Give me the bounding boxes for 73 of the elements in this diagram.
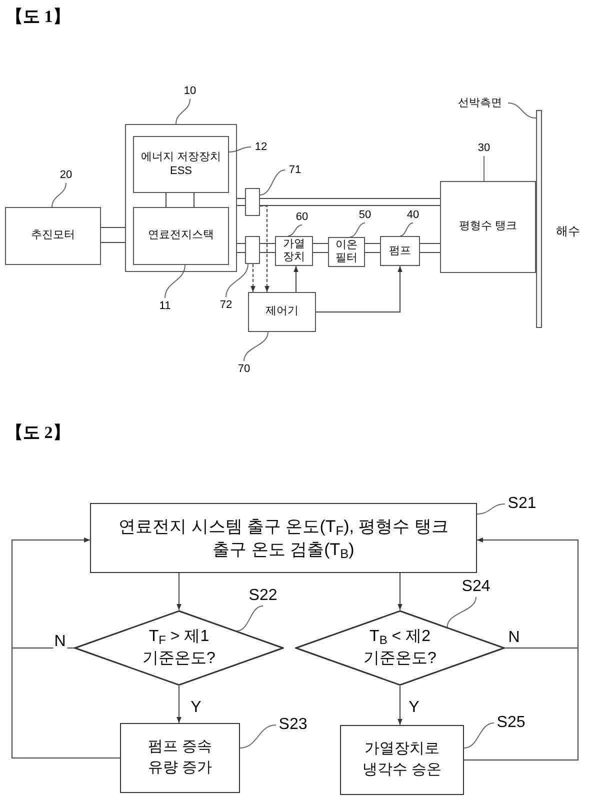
process-box: 연료전지 시스템 출구 온도(T$_{F}$), 평형수 탱크 출구 온도 검출(T$_{B}$) bbox=[90, 503, 477, 573]
pipe-line bbox=[260, 198, 440, 206]
leader-line bbox=[446, 596, 476, 628]
leader-line bbox=[508, 102, 536, 118]
pipe-line bbox=[100, 227, 126, 243]
reference-numeral: 71 bbox=[285, 162, 305, 178]
leader-line bbox=[226, 264, 248, 298]
region-label: 해수 bbox=[556, 223, 580, 240]
leader-line bbox=[476, 504, 506, 514]
pipe-line bbox=[312, 243, 328, 253]
step-label: S25 bbox=[494, 713, 528, 733]
decision-diamond: T$_{B}$ < 제2 기준온도? bbox=[295, 610, 505, 686]
reference-numeral: 50 bbox=[355, 207, 375, 223]
edge-label: N bbox=[53, 634, 67, 650]
step-label: S22 bbox=[246, 586, 280, 606]
reference-numeral: 40 bbox=[403, 207, 423, 223]
flow-arrow bbox=[176, 686, 182, 724]
process-box: 펌프 증속 유량 증가 bbox=[120, 723, 240, 793]
step-label: S21 bbox=[505, 494, 539, 514]
component-box: 추진모터 bbox=[5, 207, 101, 265]
housing-box bbox=[125, 124, 237, 272]
pipe-line bbox=[260, 243, 276, 253]
leader-line bbox=[236, 606, 264, 632]
reference-numeral: 72 bbox=[216, 297, 236, 313]
flow-arrow bbox=[176, 572, 182, 610]
reference-numeral: 10 bbox=[180, 83, 200, 99]
pipe-line bbox=[364, 243, 380, 253]
reference-numeral: 60 bbox=[292, 209, 312, 225]
leader-line bbox=[464, 722, 494, 748]
sensor-box bbox=[245, 188, 260, 216]
component-box: 제어기 bbox=[248, 292, 316, 332]
signal-arrow bbox=[250, 264, 256, 292]
component-box: 연료전지스택 bbox=[133, 207, 229, 265]
flow-arrow bbox=[398, 572, 402, 610]
leader-line bbox=[350, 222, 366, 238]
reference-numeral: 70 bbox=[234, 361, 254, 377]
pipe-line bbox=[166, 192, 194, 208]
leader-line bbox=[52, 182, 66, 208]
component-box: 평형수 탱크 bbox=[440, 181, 536, 273]
flow-arrow bbox=[294, 266, 298, 292]
hull-wall bbox=[536, 110, 542, 328]
flow-arrow bbox=[12, 538, 120, 758]
component-box: 에너지 저장장치 ESS bbox=[133, 136, 229, 193]
flow-arrow bbox=[464, 538, 578, 760]
step-label: S23 bbox=[276, 715, 310, 735]
flow-arrow bbox=[398, 686, 402, 726]
signal-arrow bbox=[260, 206, 270, 292]
component-box: 이온 필터 bbox=[328, 237, 365, 267]
decision-diamond: T$_{F}$ > 제1 기준온도? bbox=[74, 610, 284, 686]
leader-line bbox=[240, 724, 276, 748]
sensor-box bbox=[245, 236, 260, 264]
leader-line bbox=[400, 222, 414, 236]
component-box: 가열 장치 bbox=[275, 236, 313, 266]
pipe-line bbox=[236, 243, 246, 253]
leader-line bbox=[176, 98, 190, 124]
leader-line bbox=[228, 146, 252, 152]
figure-label: 【도 1】 bbox=[6, 6, 70, 28]
reference-numeral: 11 bbox=[155, 298, 175, 314]
leader-line bbox=[244, 332, 268, 362]
leader-line bbox=[288, 224, 302, 236]
pipe-line bbox=[236, 198, 246, 206]
flow-arrow bbox=[316, 266, 402, 312]
reference-numeral: 20 bbox=[56, 167, 76, 183]
pipe-line bbox=[420, 243, 440, 253]
leader-line bbox=[164, 264, 186, 298]
reference-numeral: 선박측면 bbox=[452, 95, 508, 111]
process-box: 가열장치로 냉각수 승온 bbox=[340, 725, 464, 795]
figure-label: 【도 2】 bbox=[6, 422, 70, 444]
leader-line bbox=[260, 170, 286, 196]
component-box: 펌프 bbox=[380, 236, 420, 266]
step-label: S24 bbox=[459, 577, 493, 597]
reference-numeral: 12 bbox=[251, 139, 271, 155]
reference-numeral: 30 bbox=[474, 140, 494, 156]
